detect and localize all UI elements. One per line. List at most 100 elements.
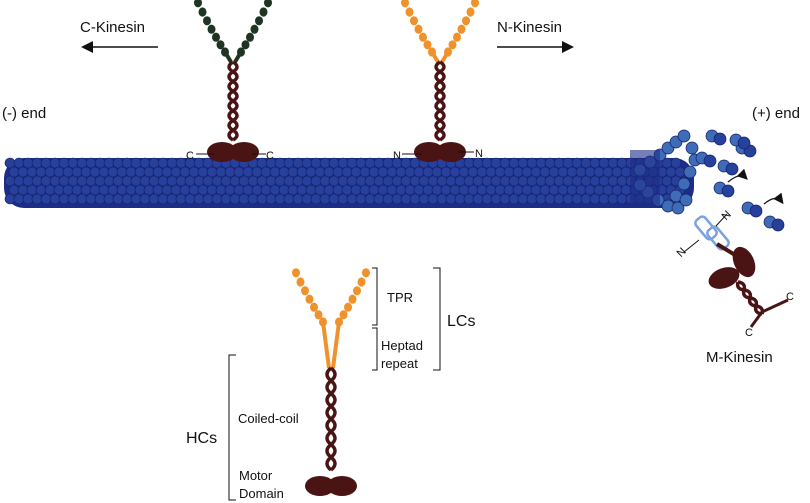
- tubulin-subunit: [337, 193, 349, 205]
- tubulin-subunit: [94, 175, 106, 187]
- tubulin-subunit: [31, 193, 43, 205]
- tpr-bracket: [372, 267, 378, 326]
- tpr-label: TPR: [387, 290, 413, 305]
- coiled-coil-strand: [227, 60, 239, 142]
- tubulin-subunit: [544, 157, 556, 169]
- tubulin-subunit: [364, 193, 376, 205]
- tubulin-subunit: [76, 175, 88, 187]
- tubulin-subunit: [382, 193, 394, 205]
- tubulin-subunit: [553, 175, 565, 187]
- tubulin-subunit: [481, 175, 493, 187]
- tubulin-subunit: [112, 157, 124, 169]
- tubulin-subunit: [449, 184, 461, 196]
- tubulin-subunit: [598, 157, 610, 169]
- tubulin-subunit: [377, 184, 389, 196]
- tubulin-subunit: [305, 166, 317, 178]
- tubulin-subunit: [665, 166, 677, 178]
- tubulin-subunit: [13, 157, 25, 169]
- tubulin-subunit: [616, 157, 628, 169]
- tubulin-subunit: [31, 157, 43, 169]
- light-chain-bead: [250, 24, 259, 34]
- c-kinesin-left-c-label: C: [186, 150, 194, 162]
- tubulin-subunit: [436, 175, 448, 187]
- tubulin-subunit: [355, 175, 367, 187]
- m-kinesin-neck-linker: [706, 225, 730, 251]
- tubulin-subunit: [584, 166, 596, 178]
- tubulin-subunit: [107, 166, 119, 178]
- tubulin-dimer: [721, 184, 735, 198]
- tubulin-subunit: [683, 165, 697, 179]
- tubulin-subunit: [544, 175, 556, 187]
- tubulin-subunit: [607, 175, 619, 187]
- tubulin-subunit: [472, 193, 484, 205]
- tubulin-subunit: [256, 193, 268, 205]
- tubulin-subunit: [341, 184, 353, 196]
- tubulin-subunit: [332, 166, 344, 178]
- tubulin-subunit: [269, 184, 281, 196]
- tubulin-subunit: [409, 157, 421, 169]
- tubulin-subunit: [440, 184, 452, 196]
- tubulin-subunit: [436, 193, 448, 205]
- tubulin-subunit: [503, 184, 515, 196]
- tubulin-subunit: [166, 175, 178, 187]
- tubulin-subunit: [328, 157, 340, 169]
- tubulin-subunit: [22, 175, 34, 187]
- tubulin-subunit: [8, 166, 20, 178]
- tubulin-subunit: [670, 157, 682, 169]
- light-chain-bead: [339, 310, 348, 320]
- tubulin-subunit: [139, 157, 151, 169]
- m-kinesin-n-label-2: N: [720, 209, 734, 223]
- microtubule: [4, 129, 702, 215]
- tubulin-subunit: [40, 157, 52, 169]
- light-chain-bead: [203, 16, 211, 26]
- tubulin-subunit: [184, 175, 196, 187]
- tubulin-subunit: [485, 184, 497, 196]
- light-chain-bead: [348, 294, 357, 304]
- tubulin-subunit: [677, 177, 691, 191]
- light-chain-bead: [419, 32, 427, 42]
- tubulin-subunit: [530, 166, 542, 178]
- tubulin-subunit: [98, 166, 110, 178]
- light-chain-bead: [410, 16, 418, 26]
- light-chain-bead: [198, 7, 207, 17]
- tubulin-subunit: [251, 184, 263, 196]
- tubulin-subunit: [611, 184, 623, 196]
- tubulin-subunit: [287, 166, 299, 178]
- tubulin-subunit: [112, 175, 124, 187]
- m-kinesin-label: M-Kinesin: [706, 349, 773, 366]
- tubulin-subunit: [400, 193, 412, 205]
- m-kinesin-neck-linker: [694, 215, 718, 241]
- tubulin-subunit: [400, 157, 412, 169]
- tubulin-subunit: [179, 184, 191, 196]
- tubulin-subunit: [22, 193, 34, 205]
- tubulin-subunit: [346, 193, 358, 205]
- tubulin-dimer: [713, 132, 727, 146]
- tubulin-subunit: [265, 193, 277, 205]
- tubulin-subunit: [148, 175, 160, 187]
- tubulin-subunit: [121, 193, 133, 205]
- c-kinesin-label: C-Kinesin: [80, 19, 145, 36]
- lcs-bracket: [433, 267, 441, 371]
- tubulin-subunit: [677, 129, 691, 143]
- tubulin-subunit: [539, 166, 551, 178]
- tubulin-subunit: [490, 157, 502, 169]
- tubulin-subunit: [229, 175, 241, 187]
- tubulin-subunit: [553, 157, 565, 169]
- tubulin-dimer: [737, 136, 751, 150]
- tubulin-subunit: [98, 184, 110, 196]
- tubulin-subunit: [103, 175, 115, 187]
- tubulin-subunit: [521, 166, 533, 178]
- tubulin-subunit: [314, 166, 326, 178]
- tubulin-subunit: [575, 184, 587, 196]
- motor-domain: [229, 142, 259, 162]
- tubulin-subunit: [4, 193, 16, 205]
- tubulin-subunit: [512, 166, 524, 178]
- tubulin-subunit: [305, 184, 317, 196]
- tubulin-subunit: [301, 157, 313, 169]
- tubulin-subunit: [463, 193, 475, 205]
- tubulin-subunit: [193, 157, 205, 169]
- tubulin-subunit: [94, 157, 106, 169]
- motor-domain: [327, 476, 357, 496]
- tubulin-subunit: [175, 157, 187, 169]
- tubulin-subunit: [485, 166, 497, 178]
